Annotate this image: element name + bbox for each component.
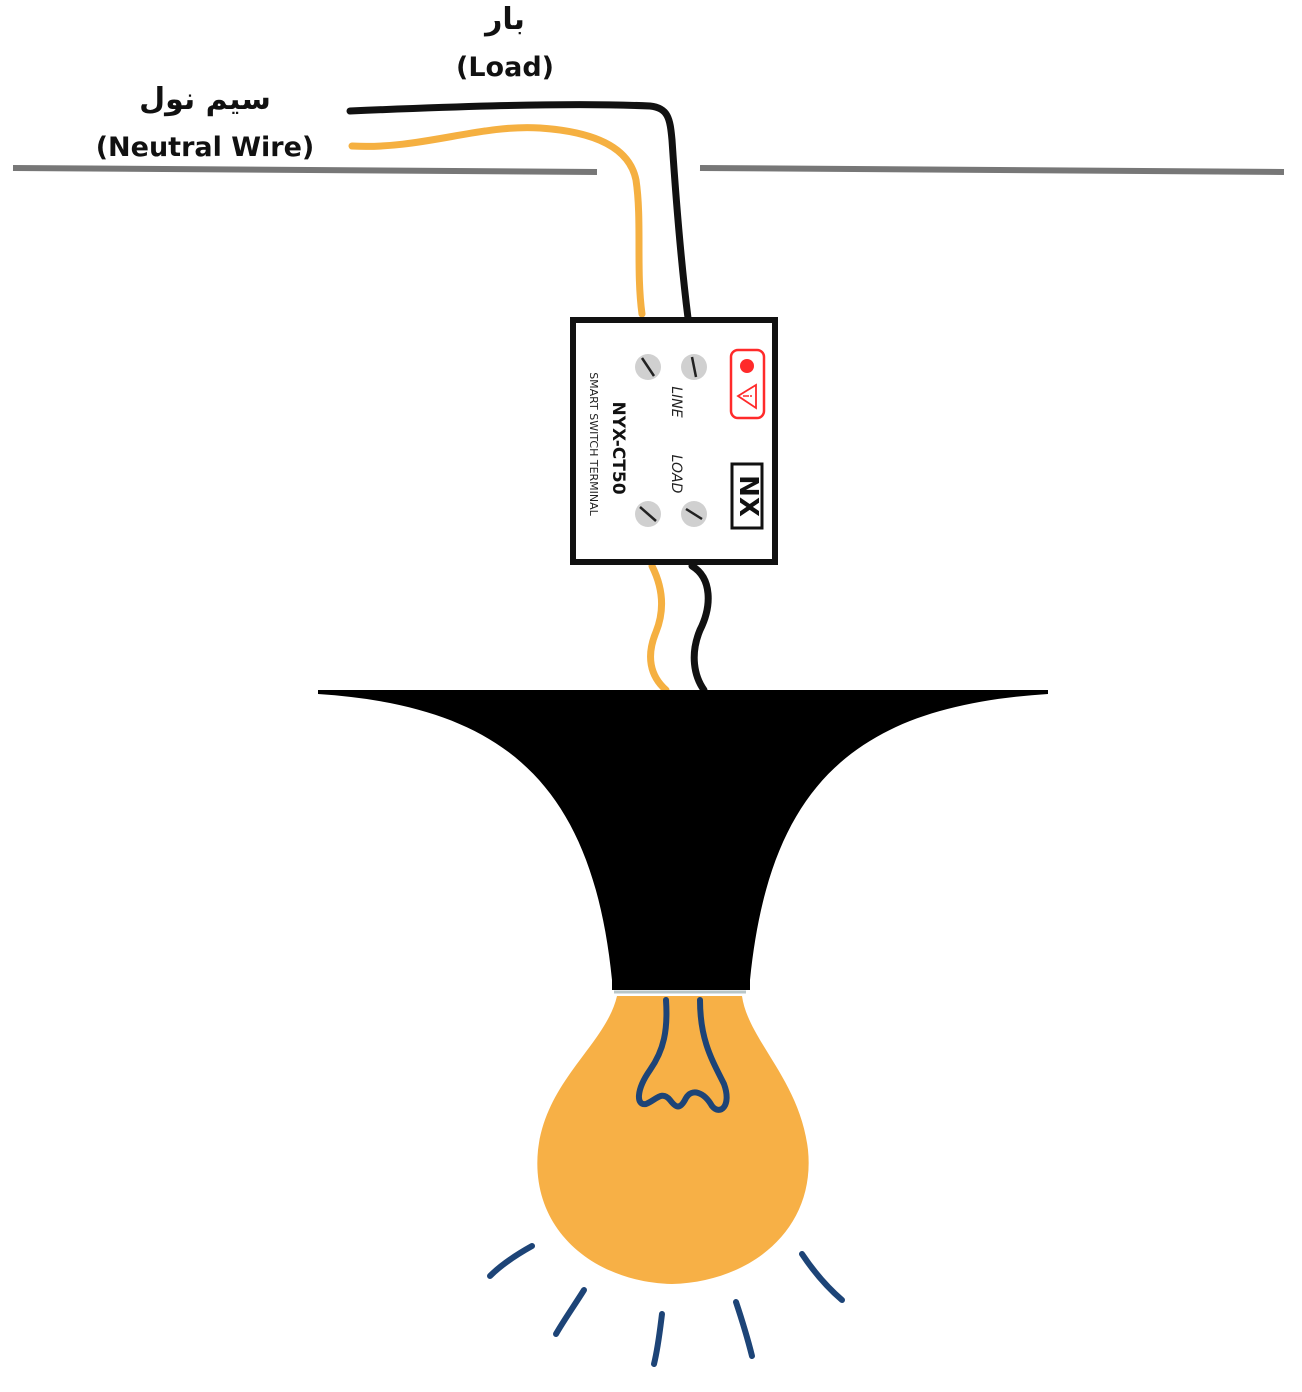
- light-bulb: [537, 996, 809, 1284]
- smart-switch-terminal: NX LINE LOAD NYX-CT50 SMART SWITCH TERMI…: [570, 317, 778, 565]
- bulb-filament: [636, 997, 730, 1113]
- indicator-led-icon: [740, 359, 754, 373]
- terminal-label-line: LINE: [668, 386, 684, 417]
- nx-logo: NX: [730, 462, 764, 530]
- neutral-label-persian: سیم نول: [139, 82, 271, 117]
- load-wire-lower: [688, 562, 712, 694]
- light-rays: [487, 1243, 845, 1367]
- warning-triangle-icon: [736, 383, 757, 410]
- terminal-screw-icon: [681, 501, 707, 527]
- light-ray: [799, 1251, 845, 1303]
- light-ray: [553, 1287, 587, 1337]
- light-fixture: [318, 690, 1048, 980]
- model-number: NYX-CT50: [608, 401, 628, 494]
- terminal-label-load: LOAD: [668, 455, 684, 494]
- terminal-screw-icon: [635, 354, 661, 380]
- light-ray: [733, 1299, 755, 1359]
- terminal-screw-icon: [635, 501, 661, 527]
- device-subtitle: SMART SWITCH TERMINAL: [587, 372, 600, 516]
- neutral-wire-lower: [647, 562, 670, 694]
- logo-text: NX: [733, 475, 763, 517]
- neutral-label-english: (Neutral Wire): [95, 132, 315, 163]
- load-label-persian: بار: [485, 2, 525, 37]
- light-ray: [651, 1311, 665, 1367]
- load-label-english: (Load): [456, 52, 554, 83]
- fixture-socket: [612, 978, 750, 990]
- light-ray: [487, 1243, 535, 1279]
- load-wire-upper: [346, 101, 692, 322]
- ceiling-line-right: [699, 165, 1285, 175]
- terminal-screw-icon: [681, 354, 707, 380]
- neutral-wire-upper: [348, 124, 646, 318]
- ceiling-line-left: [12, 165, 598, 175]
